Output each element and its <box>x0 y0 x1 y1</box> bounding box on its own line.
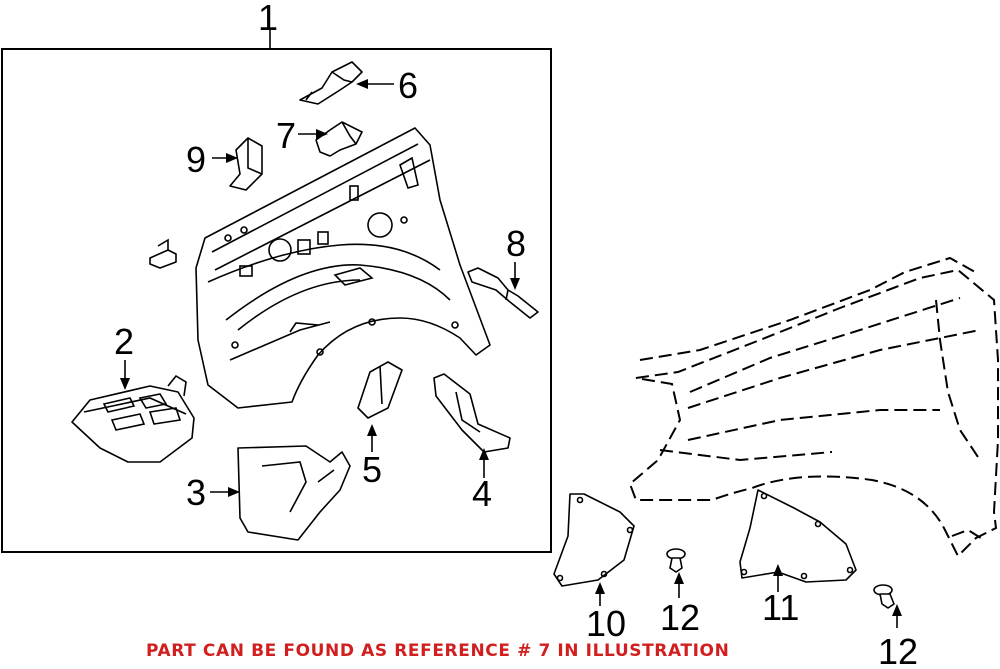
part-11-shield <box>739 489 857 583</box>
part-2-tray <box>71 374 195 463</box>
callout-6: 6 <box>398 65 418 106</box>
arrow-11 <box>773 564 783 576</box>
arrow-6 <box>356 79 368 89</box>
callout-2: 2 <box>114 321 134 362</box>
arrow-12b <box>892 604 902 616</box>
small-clip <box>149 238 177 269</box>
part-12-clip-b <box>873 584 895 609</box>
arrow-4 <box>479 448 489 460</box>
fender-dashed-outline <box>628 256 999 558</box>
part-8-bracket <box>467 267 539 319</box>
arrow-8 <box>510 278 520 290</box>
part-4-bracket <box>433 373 511 453</box>
part-1-apron <box>195 127 491 409</box>
arrow-3 <box>228 487 240 497</box>
arrow-7 <box>316 129 328 139</box>
callout-7: 7 <box>276 115 296 156</box>
callout-12b: 12 <box>878 631 918 669</box>
part-12-clip-a <box>666 548 686 573</box>
callout-10: 10 <box>586 603 626 644</box>
part-5-bracket <box>357 361 403 419</box>
callout-1: 1 <box>258 0 278 38</box>
arrow-2 <box>120 378 130 390</box>
part-10-shield <box>553 493 635 587</box>
callout-12a: 12 <box>660 597 700 638</box>
part-7-bracket <box>315 121 363 157</box>
callout-11: 11 <box>762 587 799 628</box>
arrow-10 <box>595 582 605 594</box>
part-3-panel <box>237 445 351 541</box>
arrow-5 <box>367 424 377 436</box>
callout-4: 4 <box>472 473 492 514</box>
callout-9: 9 <box>186 139 206 180</box>
arrow-9 <box>226 153 238 163</box>
callout-8: 8 <box>506 223 526 264</box>
part-6-bracket <box>299 61 363 105</box>
arrow-12a <box>674 572 684 584</box>
callout-5: 5 <box>362 449 382 490</box>
assembly-frame <box>1 48 552 553</box>
callout-3: 3 <box>186 472 206 513</box>
reference-note: PART CAN BE FOUND AS REFERENCE # 7 IN IL… <box>146 641 729 661</box>
part-9-bracket <box>229 137 263 191</box>
